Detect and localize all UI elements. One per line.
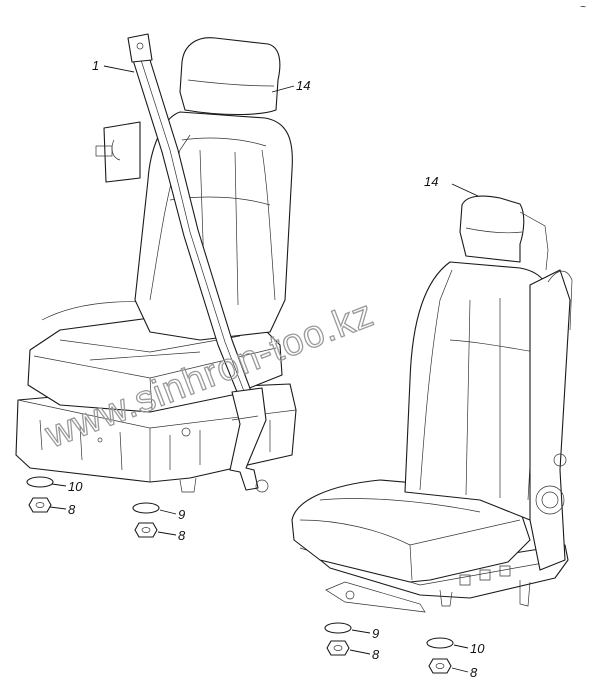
right-seat-headrest bbox=[459, 195, 525, 263]
callout-8-right-a: 8 bbox=[372, 647, 380, 662]
leader-lines bbox=[49, 65, 479, 673]
nut-8-right-a bbox=[326, 640, 350, 656]
callout-9-right: 9 bbox=[372, 626, 379, 641]
callout-14-left: 14 bbox=[296, 78, 310, 93]
callout-8-left-a: 8 bbox=[68, 502, 76, 517]
washer-10-right bbox=[426, 637, 454, 649]
right-seat bbox=[291, 195, 573, 613]
right-seat-backrest bbox=[404, 261, 551, 521]
right-seat-cushion bbox=[291, 479, 531, 583]
left-seat-headrest bbox=[179, 37, 281, 116]
nut-8-right-b bbox=[428, 658, 452, 674]
washer-9-right bbox=[324, 622, 352, 634]
callout-1: 1 bbox=[92, 58, 99, 73]
callout-10-left: 10 bbox=[68, 479, 83, 494]
left-fasteners bbox=[26, 476, 160, 538]
nut-8-left-a bbox=[28, 497, 52, 513]
callout-labels: 1 14 14 10 8 9 8 9 8 10 8 ~ bbox=[68, 2, 586, 680]
corner-mark: ~ bbox=[580, 2, 586, 13]
callout-8-right-b: 8 bbox=[470, 665, 478, 680]
washer-9-left bbox=[132, 502, 160, 514]
left-seat bbox=[15, 33, 297, 493]
callout-8-left-b: 8 bbox=[178, 528, 186, 543]
callout-14-right: 14 bbox=[424, 174, 438, 189]
washer-10-left bbox=[26, 476, 54, 488]
callout-10-right: 10 bbox=[470, 641, 485, 656]
right-fasteners bbox=[324, 622, 454, 674]
callout-9-left: 9 bbox=[178, 507, 185, 522]
nut-8-left-b bbox=[134, 522, 158, 538]
